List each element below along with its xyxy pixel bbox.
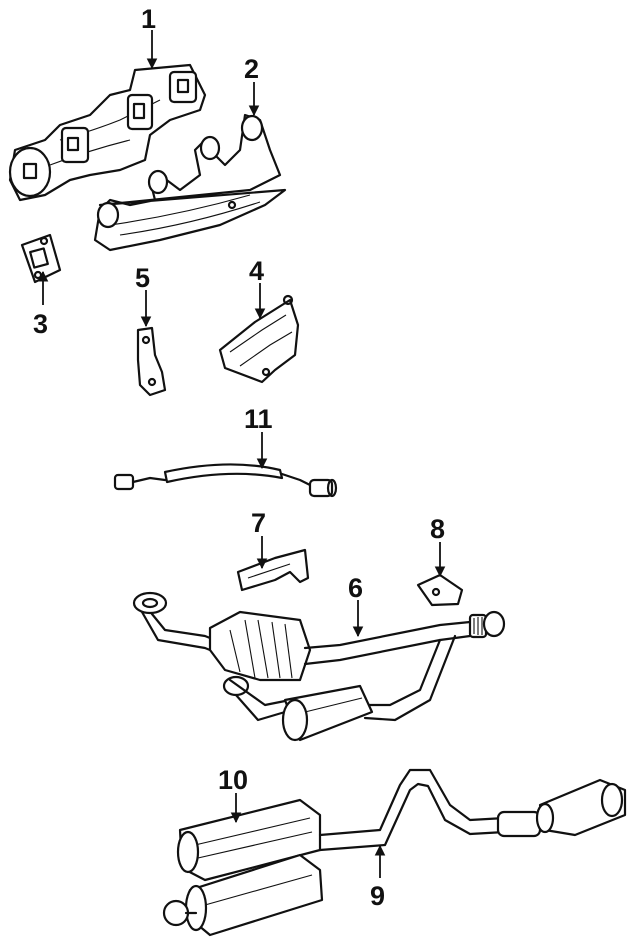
callout-6: 6 [348, 573, 363, 603]
exhaust-manifold-right[interactable] [93, 113, 287, 252]
callout-8: 8 [430, 514, 445, 544]
converter-bracket[interactable] [416, 573, 464, 607]
catalytic-converter-assembly[interactable] [132, 591, 506, 742]
callout-7: 7 [251, 508, 266, 538]
manifold-gasket[interactable] [20, 233, 62, 284]
exhaust-manifold-left[interactable] [8, 63, 207, 202]
callout-9: 9 [370, 881, 385, 911]
callout-3: 3 [33, 309, 48, 339]
callout-5: 5 [135, 263, 150, 293]
heat-shield[interactable] [218, 294, 300, 384]
callout-4: 4 [249, 256, 264, 286]
converter-heat-shield[interactable] [236, 548, 310, 592]
oxygen-sensor[interactable] [113, 463, 338, 498]
callout-10: 10 [218, 765, 248, 795]
exhaust-bracket[interactable] [136, 326, 167, 397]
callout-11: 11 [244, 404, 273, 434]
muffler[interactable] [162, 798, 324, 937]
callout-1: 1 [141, 4, 156, 34]
tail-pipe[interactable] [318, 768, 627, 852]
callout-2: 2 [244, 54, 259, 84]
